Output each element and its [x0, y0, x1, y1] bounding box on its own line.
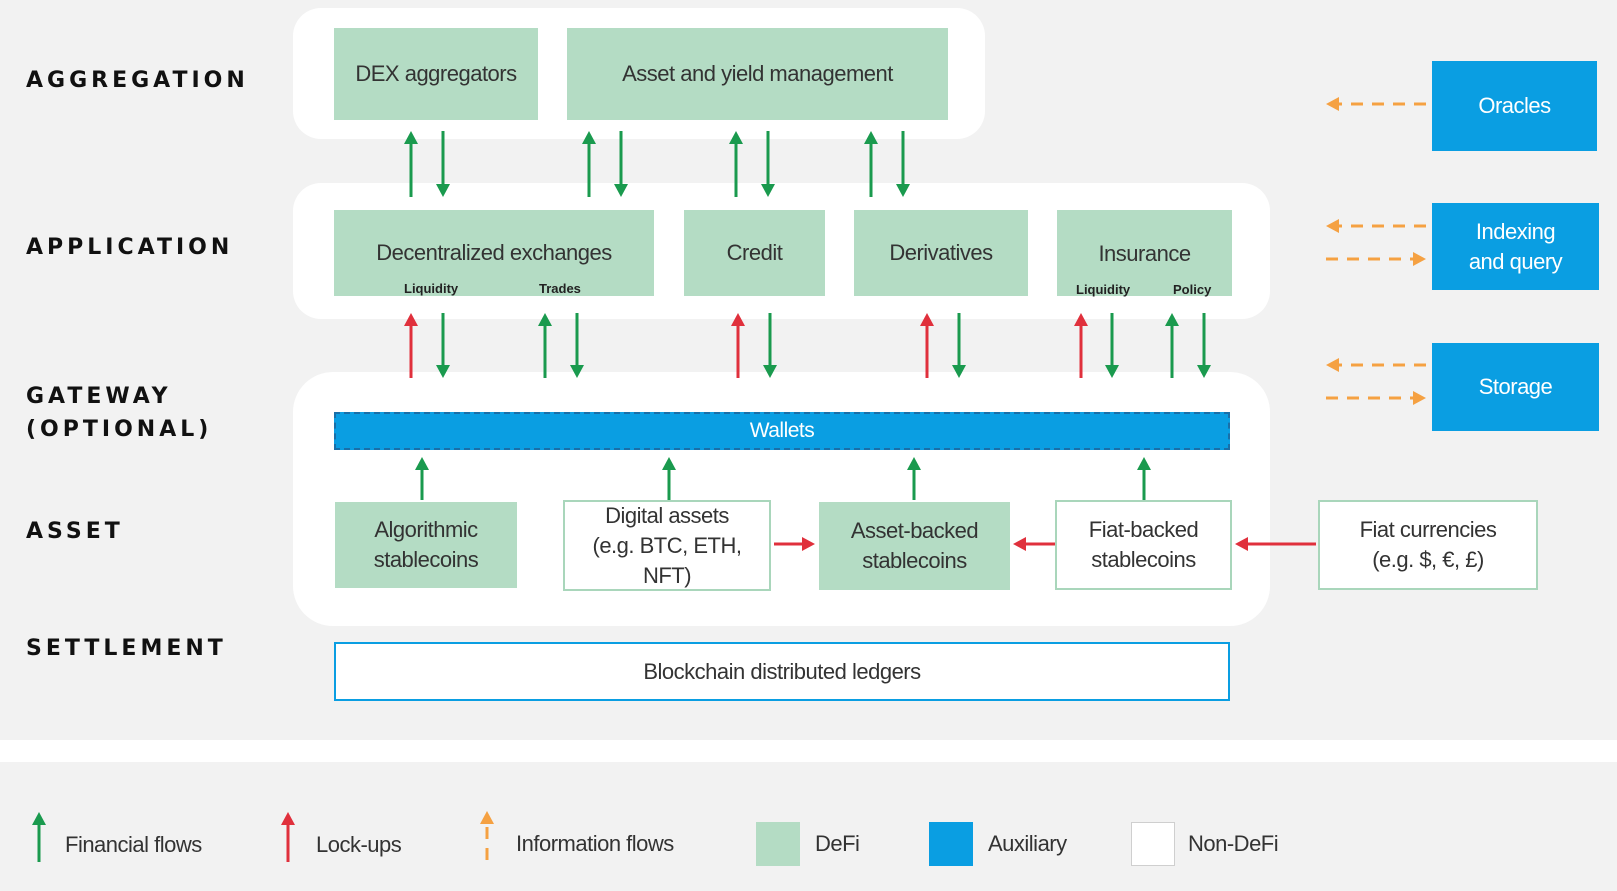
lock-up-arrow [1074, 313, 1088, 378]
financial-flow-to-wallets-arrow [662, 457, 676, 500]
layer-label-asset: ASSET [26, 519, 124, 544]
legend-non-defi-label: Non-DeFi [1188, 831, 1279, 856]
financial-flow-up-arrow [582, 131, 596, 197]
lock-up-arrow [404, 313, 418, 378]
financial-flow-down-arrow [436, 131, 450, 197]
legend-lock-ups-label: Lock-ups [316, 832, 402, 857]
storage-label: Storage [1478, 374, 1553, 399]
dex-aggregators-label: DEX aggregators [355, 61, 517, 86]
dex-liquidity-label: Liquidity [404, 281, 459, 296]
legend-defi-label: DeFi [815, 831, 860, 856]
credit-label: Credit [726, 240, 783, 265]
credit-box: Credit [684, 210, 825, 296]
financial-flow-to-wallets-arrow [907, 457, 921, 500]
decentralized-exchanges-label: Decentralized exchanges [376, 240, 612, 265]
financial-flow-up-arrow [864, 131, 878, 197]
financial-flow-down-arrow [570, 313, 584, 378]
asset-yield-management-label: Asset and yield management [622, 61, 893, 86]
algorithmic-line2: stablecoins [373, 547, 479, 572]
financial-flow-down-arrow [896, 131, 910, 197]
fiat-backed-to-asset-backed-arrow [1013, 537, 1055, 551]
blockchain-ledgers-box: Blockchain distributed ledgers [334, 642, 1230, 701]
layer-label-gateway: GATEWAY [26, 384, 172, 409]
legend-auxiliary-label: Auxiliary [988, 831, 1067, 856]
indexing-info-flow-in-arrow [1326, 252, 1426, 266]
derivatives-label: Derivatives [889, 240, 993, 265]
indexing-line1: Indexing [1475, 218, 1556, 244]
financial-flow-down-arrow [614, 131, 628, 197]
insurance-policy-label: Policy [1173, 282, 1212, 297]
digital-assets-line3: NFT) [642, 562, 692, 588]
financial-flow-to-wallets-arrow [415, 457, 429, 500]
financial-flow-up-arrow [729, 131, 743, 197]
fiat-currencies-box: Fiat currencies (e.g. $, €, £) [1318, 500, 1538, 590]
financial-flow-up-arrow [404, 131, 418, 197]
lock-up-arrow [731, 313, 745, 378]
fiat-backed-stablecoins-box: Fiat-backed stablecoins [1055, 500, 1232, 590]
blockchain-ledgers-label: Blockchain distributed ledgers [643, 658, 921, 684]
financial-flow-down-arrow [1197, 313, 1211, 378]
layer-label-application: APPLICATION [26, 235, 234, 260]
asset-yield-management-box: Asset and yield management [567, 28, 948, 120]
asset-backed-line2: stablecoins [862, 548, 967, 573]
oracles-label: Oracles [1478, 93, 1551, 118]
layer-label-aggregation: AGGREGATION [26, 68, 249, 93]
asset-backed-line1: Asset-backed [850, 518, 979, 543]
legend [0, 762, 1617, 891]
dex-trades-label: Trades [539, 281, 581, 296]
derivatives-box: Derivatives [854, 210, 1028, 296]
storage-info-flow-in-arrow [1326, 391, 1426, 405]
legend-financial-flow-arrow [32, 812, 46, 862]
indexing-line2: and query [1468, 248, 1563, 274]
legend-information-flows-label: Information flows [516, 831, 674, 856]
fiat-currencies-line1: Fiat currencies [1359, 517, 1497, 542]
financial-flow-down-arrow [436, 313, 450, 378]
legend-divider [0, 740, 1617, 762]
lock-up-arrow [920, 313, 934, 378]
insurance-label: Insurance [1098, 241, 1191, 266]
digital-assets-line1: Digital assets [605, 502, 729, 528]
financial-flow-down-arrow [952, 313, 966, 378]
financial-flow-down-arrow [763, 313, 777, 378]
financial-flow-up-arrow [538, 313, 552, 378]
insurance-box: Insurance Liquidity Policy [1057, 210, 1232, 297]
fiat-backed-line1: Fiat-backed [1088, 517, 1199, 542]
financial-flow-down-arrow [1105, 313, 1119, 378]
dex-aggregators-box: DEX aggregators [334, 28, 538, 120]
legend-information-flow-arrow [480, 811, 494, 860]
digital-assets-box: Digital assets (e.g. BTC, ETH, NFT) [563, 500, 771, 591]
wallets-label: Wallets [749, 419, 815, 442]
financial-flow-down-arrow [761, 131, 775, 197]
digital-to-asset-backed-arrow [774, 537, 815, 551]
financial-flow-to-wallets-arrow [1137, 457, 1151, 500]
fiat-currencies-to-fiat-backed-arrow [1235, 537, 1316, 551]
legend-defi-swatch [756, 822, 800, 866]
layer-label-gateway-optional: (OPTIONAL) [26, 417, 213, 442]
algorithmic-line1: Algorithmic [374, 517, 478, 542]
legend-non-defi-swatch [1131, 822, 1175, 866]
fiat-currencies-line2: (e.g. $, €, £) [1372, 547, 1484, 572]
storage-box: Storage [1432, 343, 1599, 431]
legend-financial-flows-label: Financial flows [65, 832, 202, 857]
indexing-info-flow-out-arrow [1326, 219, 1426, 233]
financial-flow-up-arrow [1165, 313, 1179, 378]
decentralized-exchanges-box: Decentralized exchanges Liquidity Trades [334, 210, 654, 296]
fiat-backed-line2: stablecoins [1091, 547, 1196, 572]
oracles-info-flow-arrow [1326, 97, 1426, 111]
legend-lock-up-arrow [281, 812, 295, 862]
storage-info-flow-out-arrow [1326, 358, 1426, 372]
insurance-liquidity-label: Liquidity [1076, 282, 1131, 297]
wallets-bar: Wallets [334, 412, 1230, 450]
oracles-box: Oracles [1432, 61, 1597, 151]
digital-assets-line2: (e.g. BTC, ETH, [592, 532, 742, 558]
asset-backed-stablecoins-box: Asset-backed stablecoins [819, 502, 1010, 590]
layer-label-settlement: SETTLEMENT [26, 636, 227, 661]
algorithmic-stablecoins-box: Algorithmic stablecoins [335, 502, 517, 588]
legend-auxiliary-swatch [929, 822, 973, 866]
indexing-query-box: Indexing and query [1432, 203, 1599, 290]
